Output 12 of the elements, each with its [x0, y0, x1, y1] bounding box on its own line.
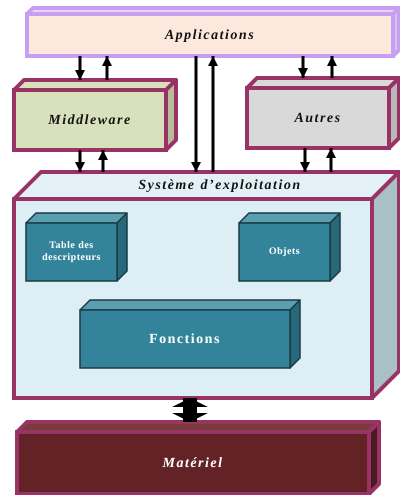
arrow [75, 56, 85, 80]
arrow [75, 150, 85, 172]
arrow [191, 56, 201, 172]
arrow [172, 398, 208, 422]
arrow [102, 56, 112, 80]
arrow [300, 148, 310, 172]
arrow [208, 56, 218, 172]
arrow [327, 56, 337, 78]
arrow [98, 150, 108, 172]
layer-label: Système d’exploitation [138, 177, 302, 195]
arrow [298, 56, 308, 78]
arrow [326, 148, 336, 172]
